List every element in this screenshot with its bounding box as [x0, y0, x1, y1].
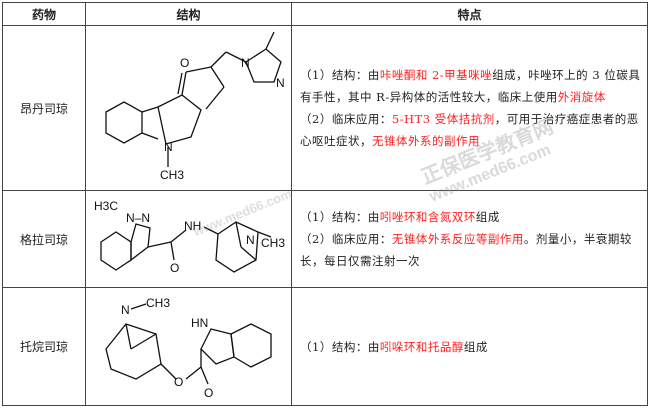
table-row: 昂丹司琼 O N N N CH3 （1）结构：由咔唑酮和 2-甲基咪唑组成，咔唑…: [2, 25, 648, 191]
features-granisetron: （1）结构：由吲唑环和含氮双环组成（2）临床应用：无锥体外系反应等副作用。剂量小…: [291, 190, 648, 288]
features-tropisetron: （1）结构：由吲哚环和托品醇组成: [291, 287, 648, 406]
atom-o: O: [174, 375, 183, 389]
feature-text: 组成: [463, 339, 488, 354]
feature-paragraph: （2）临床应用：5-HT3 受体拮抗剂，可用于治疗癌症患者的恶心呕吐症状，无锥体…: [300, 108, 641, 152]
features-lines: （1）结构：由吲哚环和托品醇组成: [300, 336, 641, 358]
drug-name: 昂丹司琼: [2, 25, 86, 191]
header-drug: 药物: [2, 2, 86, 26]
drug-name: 格拉司琼: [2, 190, 86, 288]
highlight-text: 吲哚环和托品醇: [379, 339, 464, 354]
atom-o: O: [204, 386, 213, 400]
feature-text: （1）结构：由: [300, 68, 380, 82]
table-header: 药物 结构 特点: [2, 2, 648, 26]
structure-ondansetron: O N N N CH3: [85, 25, 292, 191]
atom-n: N: [121, 303, 130, 317]
highlight-text: 吲唑环和含氮双环: [379, 210, 476, 224]
feature-paragraph: （2）临床应用：无锥体外系反应等副作用。剂量小，半衰期较长，每日仅需注射一次: [300, 228, 641, 272]
atom-n: N: [276, 76, 285, 90]
structure-granisetron: H3C N–N NH O N CH3: [85, 190, 292, 288]
feature-paragraph: （1）结构：由吲唑环和含氮双环组成: [300, 206, 641, 228]
features-ondansetron: （1）结构：由咔唑酮和 2-甲基咪唑组成，咔唑环上的 3 位碳具有手性，其中 R…: [291, 25, 648, 191]
atom-o: O: [180, 56, 189, 70]
table-row: 托烷司琼 N CH3 HN O O （1）结构：由吲哚环和托品醇组成: [2, 287, 648, 406]
table-row: 格拉司琼 H3C N–N NH O N CH3 （1）结构：由吲唑环和含氮双环组…: [2, 190, 648, 288]
feature-text: （1）结构：由: [300, 339, 380, 354]
atom-ch3: CH3: [261, 236, 285, 250]
atom-nh: NH: [184, 219, 201, 233]
feature-text: 。剂量小，半衰期较长，每日仅需注射一次: [300, 232, 632, 268]
highlight-text: 咔唑酮和 2-甲基咪唑: [379, 68, 493, 82]
atom-ch3: CH3: [160, 168, 184, 182]
feature-text: （1）结构：由: [300, 210, 380, 224]
highlight-text: 5-HT3 受体拮抗剂: [391, 112, 495, 126]
atom-h3c: H3C: [94, 199, 118, 213]
structure-tropisetron: N CH3 HN O O: [85, 287, 292, 406]
highlight-text: 外消旋体: [557, 90, 606, 104]
atom-o: O: [170, 261, 179, 275]
feature-text: （2）临床应用：: [300, 112, 392, 126]
features-lines: （1）结构：由咔唑酮和 2-甲基咪唑组成，咔唑环上的 3 位碳具有手性，其中 R…: [300, 64, 641, 152]
drug-name: 托烷司琼: [2, 287, 86, 406]
feature-text: （2）临床应用：: [300, 232, 392, 246]
atom-n: N: [241, 56, 250, 70]
feature-text: ，可用于治疗癌症患者的恶心呕吐症状，: [300, 112, 639, 148]
drug-table: 药物 结构 特点 昂丹司琼 O N N N CH3 （1）结构：由咔唑酮和 2-…: [2, 2, 648, 406]
feature-paragraph: （1）结构：由咔唑酮和 2-甲基咪唑组成，咔唑环上的 3 位碳具有手性，其中 R…: [300, 64, 641, 108]
feature-paragraph: （1）结构：由吲哚环和托品醇组成: [300, 336, 641, 358]
atom-n: N: [246, 233, 255, 247]
atom-ch3: CH3: [146, 296, 170, 310]
atom-n: N: [164, 140, 173, 154]
features-lines: （1）结构：由吲唑环和含氮双环组成（2）临床应用：无锥体外系反应等副作用。剂量小…: [300, 206, 641, 272]
feature-text: 组成，咔唑环上的 3 位碳具有手性，其中 R-异构体的活性较大，临床上使用: [300, 68, 641, 104]
highlight-text: 无锥体外系的副作用: [372, 134, 480, 148]
header-features: 特点: [291, 2, 648, 26]
header-structure: 结构: [85, 2, 292, 26]
highlight-text: 无锥体外系反应等副作用: [391, 232, 524, 246]
atom-hn: HN: [191, 316, 208, 330]
feature-text: 组成: [475, 210, 500, 224]
atom-nn: N–N: [126, 211, 150, 225]
